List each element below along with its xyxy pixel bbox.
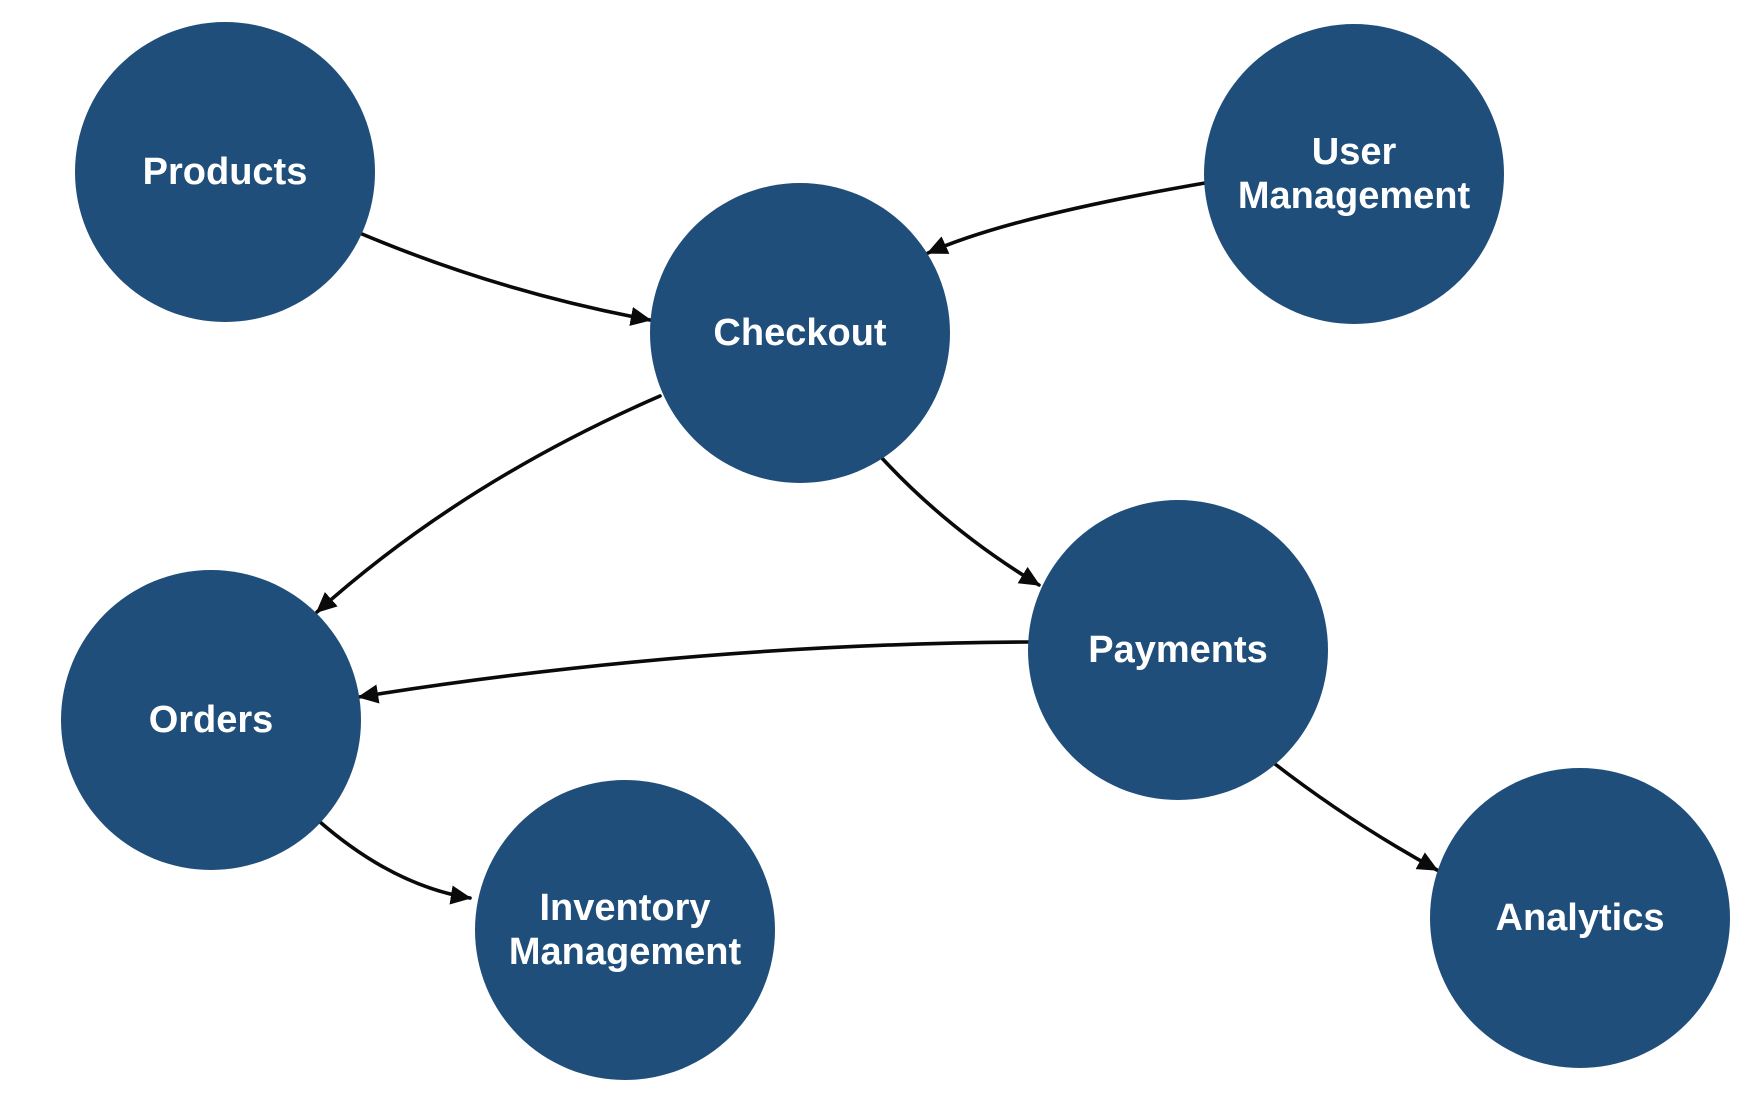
node-checkout: Checkout	[650, 183, 950, 483]
node-user-management: User Management	[1204, 24, 1504, 324]
edge-checkout-to-payments	[878, 454, 1041, 587]
edge-products-to-checkout	[360, 232, 652, 326]
node-inventory-management: Inventory Management	[475, 780, 775, 1080]
node-checkout-shape	[650, 183, 950, 483]
node-inventory-management-label-line1: Inventory	[539, 887, 710, 929]
node-inventory-management-shape	[475, 780, 775, 1080]
node-orders-shape	[61, 570, 361, 870]
node-user-management-label-line2: Management	[1238, 175, 1471, 217]
node-payments: Payments	[1028, 500, 1328, 800]
node-orders: Orders	[61, 570, 361, 870]
node-products-shape	[75, 22, 375, 322]
node-payments-label: Payments	[1088, 629, 1268, 671]
node-orders-label: Orders	[149, 699, 274, 741]
node-user-management-label-line1: User	[1312, 131, 1397, 173]
node-inventory-management-label-line2: Management	[509, 931, 742, 973]
node-checkout-label: Checkout	[713, 312, 886, 354]
node-payments-shape	[1028, 500, 1328, 800]
node-products: Products	[75, 22, 375, 322]
edge-orders-to-inventory-management	[318, 820, 472, 905]
node-analytics-shape	[1430, 768, 1730, 1068]
edge-user-management-to-checkout	[926, 181, 1207, 255]
edge-payments-to-analytics	[1273, 762, 1439, 872]
node-analytics: Analytics	[1430, 768, 1730, 1068]
node-analytics-label: Analytics	[1496, 897, 1665, 939]
edge-payments-to-orders	[357, 640, 1030, 704]
node-products-label: Products	[143, 151, 308, 193]
node-user-management-shape	[1204, 24, 1504, 324]
edge-group	[315, 181, 1439, 905]
edge-checkout-to-orders	[315, 394, 662, 614]
